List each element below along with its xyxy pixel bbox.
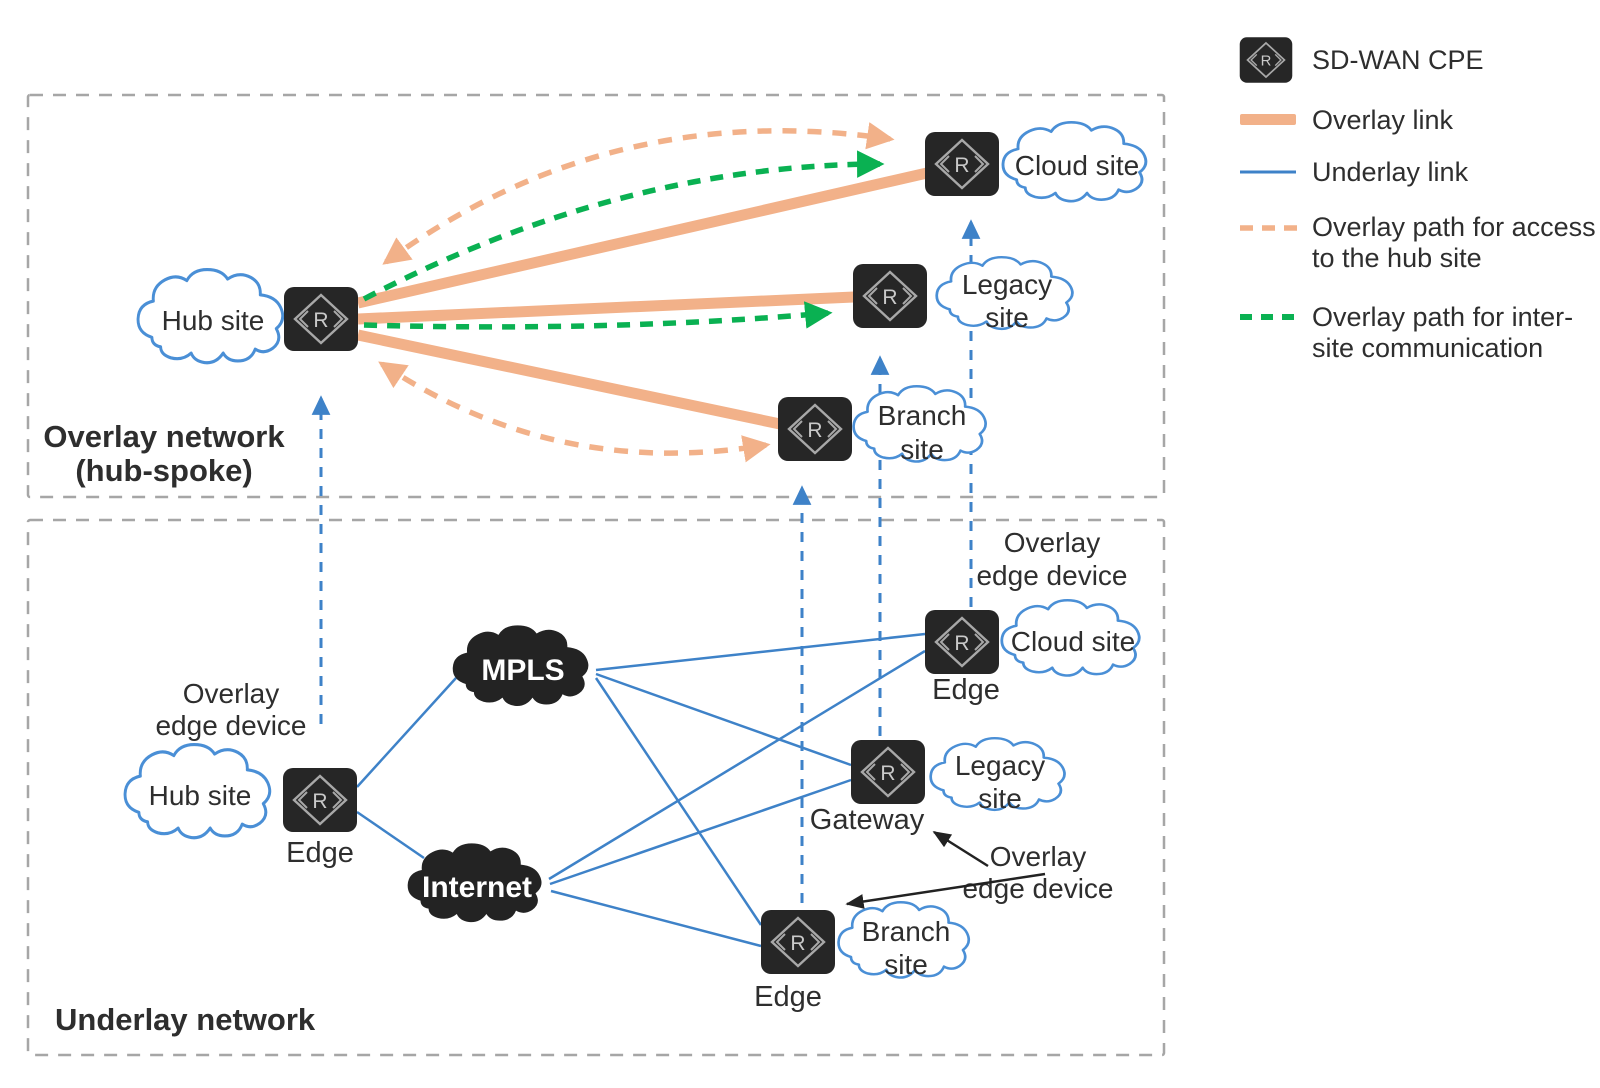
link-internet-branchedge xyxy=(550,889,762,948)
legend-intersite-label-line1: Overlay path for inter- xyxy=(1312,302,1573,332)
underlay-network-box xyxy=(26,518,1166,1057)
router-glyph: R xyxy=(807,419,822,442)
legend-overlay-link-label: Overlay link xyxy=(1312,105,1454,135)
underlay-gateway-icon: R xyxy=(849,738,927,806)
legend-sdwan-cpe-icon: R xyxy=(1238,36,1294,84)
link-internet-cloudedge xyxy=(548,649,926,881)
router-glyph: R xyxy=(954,632,969,655)
link-hubedge-internet xyxy=(356,810,425,860)
legend-intersite-label-line2: site communication xyxy=(1312,333,1543,363)
annot-hub-overlay-edge-line1: Overlay xyxy=(183,678,279,709)
router-glyph: R xyxy=(882,286,897,309)
annot-arrow-to-gateway xyxy=(932,830,989,868)
overlay-network-title-line1: Overlay network xyxy=(43,419,285,454)
overlay-branch-cpe-icon: R xyxy=(776,395,854,463)
overlay-legacy-site-label-line2: site xyxy=(985,302,1029,333)
overlay-link-hub-branch xyxy=(356,329,782,430)
underlay-branch-site-label-line1: Branch xyxy=(862,916,951,947)
overlay-legacy-cpe-icon: R xyxy=(851,262,929,330)
underlay-hub-site-label: Hub site xyxy=(149,780,252,811)
router-glyph: R xyxy=(790,932,805,955)
overlay-network-title-line2: (hub-spoke) xyxy=(75,453,252,488)
hub-access-path-branch xyxy=(378,361,771,463)
annot-cloud-overlay-edge-line2: edge device xyxy=(976,560,1127,591)
underlay-links xyxy=(356,632,926,948)
link-internet-gateway xyxy=(549,778,852,886)
legend: R SD-WAN CPE Overlay link Underlay link … xyxy=(1238,36,1596,363)
annotation-arrows xyxy=(845,830,1046,909)
link-mpls-gateway xyxy=(595,672,852,767)
internet-label: Internet xyxy=(422,871,532,904)
underlay-legacy-site-label-line2: site xyxy=(978,783,1022,814)
underlay-cloud-edge-icon: R xyxy=(923,608,1001,676)
router-glyph: R xyxy=(312,790,327,813)
overlay-link-hub-cloud xyxy=(356,167,929,309)
overlay-links xyxy=(356,167,929,430)
overlay-cloud-site-label: Cloud site xyxy=(1015,150,1140,181)
underlay-legacy-site-label-line1: Legacy xyxy=(955,750,1045,781)
annot-gw-overlay-edge-line1: Overlay xyxy=(990,841,1086,872)
overlay-branch-site-label-line2: site xyxy=(900,434,944,465)
link-mpls-cloudedge xyxy=(595,632,926,672)
overlay-legacy-site-label-line1: Legacy xyxy=(962,269,1052,300)
legend-hub-path-label-line1: Overlay path for access xyxy=(1312,212,1596,242)
gateway-label: Gateway xyxy=(810,804,925,836)
mpls-label: MPLS xyxy=(481,654,564,687)
overlay-hub-cpe-icon: R xyxy=(282,285,360,353)
router-glyph: R xyxy=(954,154,969,177)
annot-gw-overlay-edge-line2: edge device xyxy=(962,873,1113,904)
underlay-cloud-site-label: Cloud site xyxy=(1011,626,1136,657)
legend-sdwan-cpe-label: SD-WAN CPE xyxy=(1312,45,1484,75)
overlay-network-box xyxy=(26,93,1166,499)
branch-edge-label: Edge xyxy=(754,981,822,1013)
overlay-cloud-cpe-icon: R xyxy=(923,130,1001,198)
underlay-branch-site-label-line2: site xyxy=(884,949,928,980)
intersite-path-legacy xyxy=(363,301,833,330)
router-glyph: R xyxy=(313,309,328,332)
router-glyph: R xyxy=(1261,54,1272,70)
annot-cloud-overlay-edge-line1: Overlay xyxy=(1004,527,1100,558)
legend-overlay-link-swatch xyxy=(1240,114,1296,125)
cloud-edge-label: Edge xyxy=(932,674,1000,706)
overlay-branch-site-label-line1: Branch xyxy=(878,400,967,431)
overlay-hub-site-label: Hub site xyxy=(162,305,265,336)
underlay-branch-edge-icon: R xyxy=(759,908,837,976)
annot-hub-overlay-edge-line2: edge device xyxy=(155,710,306,741)
intersite-path-cloud xyxy=(362,150,885,302)
underlay-network-title: Underlay network xyxy=(55,1002,316,1037)
router-glyph: R xyxy=(880,762,895,785)
overlay-link-hub-legacy xyxy=(357,291,855,325)
legend-hub-path-label-line2: to the hub site xyxy=(1312,243,1482,273)
annot-arrow-to-branch-edge xyxy=(845,872,1046,909)
hub-access-path-cloud xyxy=(382,122,895,265)
legend-underlay-link-label: Underlay link xyxy=(1312,157,1469,187)
link-hubedge-mpls xyxy=(356,677,457,788)
hub-edge-label: Edge xyxy=(286,837,354,869)
underlay-hub-edge-icon: R xyxy=(281,766,359,834)
